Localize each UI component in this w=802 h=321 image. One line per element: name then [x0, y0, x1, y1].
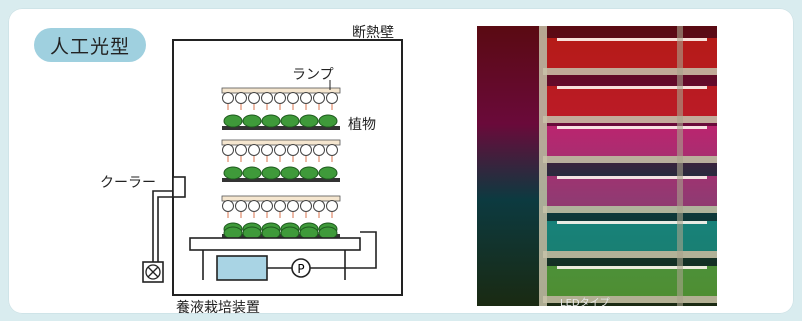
- hydroponic-system-label: 養液栽培装置: [176, 300, 260, 316]
- lamp-bulb: [326, 144, 338, 156]
- lamp-bulb: [326, 92, 338, 104]
- lamp-bulb: [274, 144, 286, 156]
- led-tube: [557, 38, 707, 41]
- plant: [223, 114, 243, 128]
- led-farm-photo: [477, 26, 717, 306]
- plant-tray: [222, 234, 340, 238]
- lamp-bulb: [287, 92, 299, 104]
- plant: [223, 226, 243, 240]
- led-glow: [547, 221, 717, 251]
- led-tube: [557, 176, 707, 179]
- lamp-bulb: [222, 92, 234, 104]
- shelf-tray: [543, 251, 717, 258]
- led-glow: [547, 86, 717, 116]
- lamp-bulb: [300, 144, 312, 156]
- cooler-label: クーラー: [100, 175, 156, 191]
- plant-label: 植物: [348, 117, 376, 133]
- plant: [280, 114, 300, 128]
- cultivation-bed: [189, 237, 361, 251]
- wall-label: 断熱壁: [352, 25, 394, 41]
- fan-icon: [145, 264, 161, 280]
- lamp-bulb: [222, 144, 234, 156]
- return-pipe: [310, 231, 377, 269]
- insulated-wall: [172, 39, 403, 296]
- lamp-bulb: [235, 144, 247, 156]
- photo-caption: LEDタイプ: [560, 298, 610, 309]
- lamp-bulb: [313, 144, 325, 156]
- plant-tray: [222, 126, 340, 130]
- lamp-bulb: [261, 92, 273, 104]
- plant: [280, 166, 300, 180]
- shelf-tray: [543, 68, 717, 75]
- plant: [318, 114, 338, 128]
- shelf-tray: [543, 116, 717, 123]
- lamp-bulb: [222, 200, 234, 212]
- lamp-label: ランプ: [292, 67, 334, 83]
- lamp-bulb: [287, 200, 299, 212]
- plant: [261, 226, 281, 240]
- led-tube: [557, 221, 707, 224]
- plant: [242, 226, 262, 240]
- plant: [261, 166, 281, 180]
- led-glow: [547, 176, 717, 206]
- rack-post: [539, 26, 547, 306]
- growing-rack: [221, 87, 341, 240]
- plant: [299, 114, 319, 128]
- lamp-bulb: [235, 200, 247, 212]
- plant: [318, 226, 338, 240]
- lamp-bulb: [287, 144, 299, 156]
- led-glow: [547, 126, 717, 156]
- led-glow: [547, 266, 717, 296]
- plant: [261, 114, 281, 128]
- lamp-bulb: [248, 144, 260, 156]
- lamp-bulb: [261, 200, 273, 212]
- lamp-bulb: [235, 92, 247, 104]
- shelf-tray: [543, 296, 717, 303]
- plant: [242, 166, 262, 180]
- shelf-tray: [543, 156, 717, 163]
- plant: [242, 114, 262, 128]
- led-tube: [557, 126, 707, 129]
- lamp-bulb: [248, 200, 260, 212]
- cooler-unit: [172, 176, 186, 198]
- pump-symbol: P: [297, 262, 304, 276]
- nutrient-tank: [216, 255, 268, 281]
- lamp-bulb: [300, 200, 312, 212]
- plant: [299, 226, 319, 240]
- rack-post: [677, 26, 683, 306]
- plant: [299, 166, 319, 180]
- lamp-bulb: [261, 144, 273, 156]
- lamp-bulb: [274, 200, 286, 212]
- plant: [318, 166, 338, 180]
- plant: [280, 226, 300, 240]
- shelf-tray: [543, 206, 717, 213]
- lamp-bulb: [313, 200, 325, 212]
- plant: [223, 166, 243, 180]
- lamp-bulb: [248, 92, 260, 104]
- lamp-bulb: [274, 92, 286, 104]
- lamp-bulb: [313, 92, 325, 104]
- led-glow: [547, 38, 717, 68]
- led-rack-illustration: [477, 26, 717, 306]
- category-badge: 人工光型: [34, 28, 146, 62]
- lamp-bulb: [300, 92, 312, 104]
- led-tube: [557, 86, 707, 89]
- lamp-bulb: [326, 200, 338, 212]
- plant-tray: [222, 178, 340, 182]
- category-badge-label: 人工光型: [49, 35, 130, 58]
- led-tube: [557, 266, 707, 269]
